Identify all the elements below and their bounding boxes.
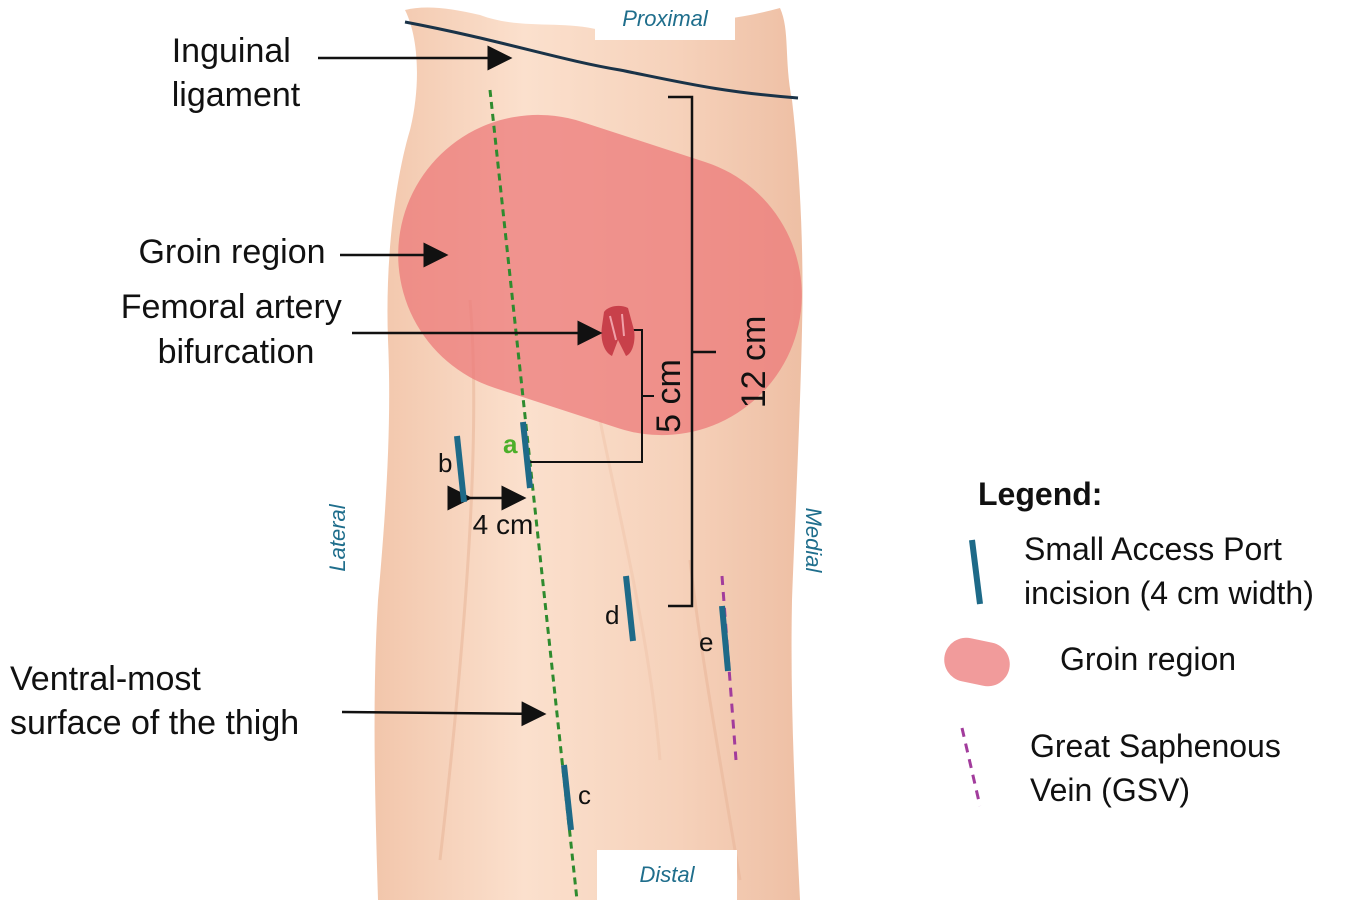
legend-title: Legend: xyxy=(978,476,1102,512)
bracket-5cm xyxy=(530,329,654,463)
ventral-surface-label: Ventral-most surface of the thigh xyxy=(10,660,299,742)
bracket-12cm xyxy=(668,95,716,608)
femoral-bifurcation-line2: bifurcation xyxy=(158,333,315,371)
incision-label-c: c xyxy=(578,780,591,810)
incision-label-b: b xyxy=(438,448,452,478)
ventral-surface-line xyxy=(488,89,579,901)
legend-incision-line2: incision (4 cm width) xyxy=(1024,575,1314,611)
legend-gsv-label: Great Saphenous Vein (GSV) xyxy=(1030,728,1290,808)
femoral-bifurcation-marker xyxy=(601,305,635,356)
groin-region-label: Groin region xyxy=(138,233,325,271)
inguinal-ligament-line1: Inguinal xyxy=(172,32,291,70)
legend-gsv-line2: Vein (GSV) xyxy=(1030,772,1190,808)
femoral-bifurcation-line1: Femoral artery xyxy=(121,288,342,326)
inguinal-ligament-line2: ligament xyxy=(172,76,301,114)
legend-gsv-swatch xyxy=(960,727,982,807)
inguinal-ligament-line xyxy=(404,20,799,100)
incision-e xyxy=(719,605,731,672)
incision-d xyxy=(623,575,636,642)
incision-a xyxy=(520,421,533,489)
legend-incision-label: Small Access Port incision (4 cm width) xyxy=(1024,531,1314,611)
thigh-crease-3 xyxy=(598,419,662,761)
incision-b xyxy=(454,435,467,503)
measurement-5cm: 5 cm xyxy=(650,359,688,433)
legend-incision-swatch xyxy=(969,539,983,605)
distal-box xyxy=(597,850,737,900)
proximal-label: Proximal xyxy=(622,6,709,31)
femoral-bifurcation-label: Femoral artery bifurcation xyxy=(121,288,352,371)
incision-label-a: a xyxy=(503,429,518,459)
distal-label: Distal xyxy=(639,862,695,887)
ventral-surface-line1: Ventral-most xyxy=(10,660,201,698)
incision-label-d: d xyxy=(605,600,619,630)
medial-label: Medial xyxy=(801,508,826,574)
measurement-4cm: 4 cm xyxy=(473,509,534,540)
legend: Legend: Small Access Port incision (4 cm… xyxy=(944,476,1314,808)
thigh-crease-2 xyxy=(688,559,742,881)
incision-label-e: e xyxy=(699,627,713,657)
inguinal-ligament-label: Inguinal ligament xyxy=(172,32,301,114)
legend-gsv-line1: Great Saphenous xyxy=(1030,728,1281,764)
groin-region xyxy=(398,114,802,436)
legend-incision-line1: Small Access Port xyxy=(1024,531,1282,567)
legend-groin-swatch xyxy=(944,637,1010,687)
incision-c xyxy=(561,764,574,831)
ventral-surface-arrow xyxy=(341,701,547,727)
measurement-12cm: 12 cm xyxy=(735,316,773,409)
proximal-box xyxy=(595,0,735,40)
legend-groin-label: Groin region xyxy=(1060,641,1236,677)
ventral-surface-line2: surface of the thigh xyxy=(10,704,299,742)
lateral-label: Lateral xyxy=(325,503,350,571)
